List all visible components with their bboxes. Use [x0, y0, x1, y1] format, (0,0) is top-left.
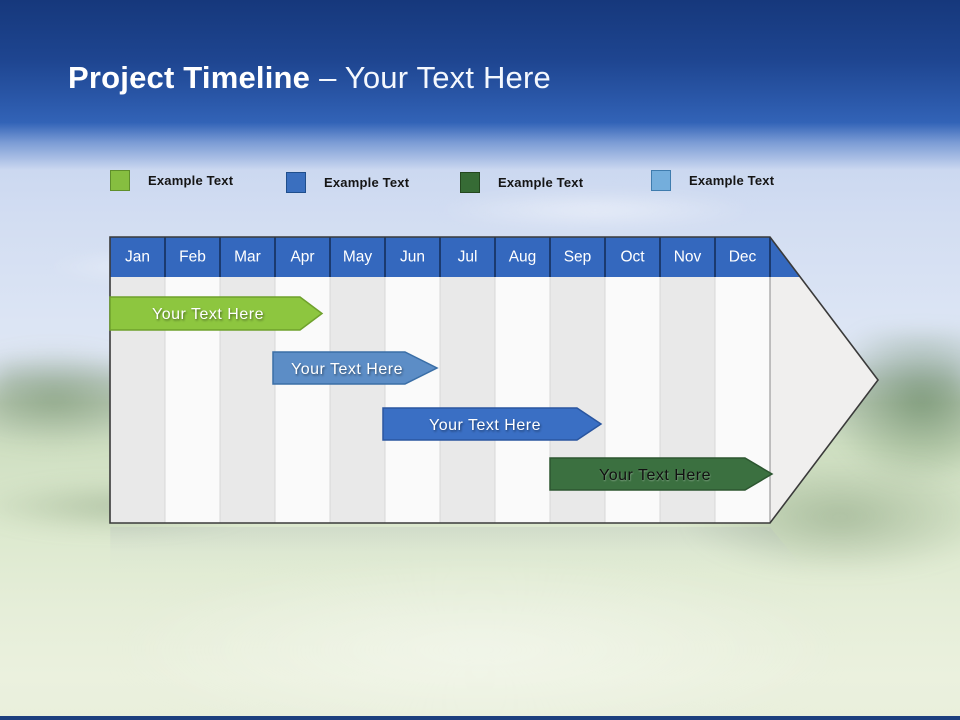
month-label-nov: Nov: [674, 249, 702, 266]
legend-label: Example Text: [324, 175, 410, 190]
month-label-sep: Sep: [564, 249, 592, 266]
gantt-bar-label: Your Text Here: [599, 467, 711, 484]
cloud: [430, 190, 760, 230]
month-label-jan: Jan: [125, 249, 150, 266]
gantt-bar-3: Your Text Here: [382, 407, 603, 441]
month-label-apr: Apr: [290, 249, 314, 266]
month-label-may: May: [343, 249, 373, 266]
gantt-bar-2: Your Text Here: [272, 351, 439, 385]
legend-item-lightblue: Example Text: [651, 170, 774, 191]
gantt-bar-shape: [272, 351, 439, 385]
legend-swatch-lightblue: [651, 170, 671, 191]
header-banner: [0, 0, 960, 170]
legend-swatch-darkgreen: [460, 172, 480, 193]
legend-label: Example Text: [689, 173, 775, 188]
slide-bottom-edge: [0, 716, 960, 720]
gantt-bar-4: Your Text Here: [549, 457, 774, 491]
gantt-bar-label: Your Text Here: [429, 417, 541, 434]
month-label-jul: Jul: [458, 249, 478, 266]
title-subtitle: – Your Text Here: [319, 60, 551, 95]
legend-item-green: Example Text: [110, 170, 233, 191]
month-label-aug: Aug: [509, 249, 537, 266]
month-label-mar: Mar: [234, 249, 261, 266]
month-label-jun: Jun: [400, 249, 425, 266]
gantt-bar-1: Your Text Here: [109, 296, 324, 331]
gantt-bar-label: Your Text Here: [291, 361, 403, 378]
month-label-dec: Dec: [729, 249, 757, 266]
title-main: Project Timeline: [68, 60, 311, 95]
legend-item-darkgreen: Example Text: [460, 172, 583, 193]
legend-label: Example Text: [498, 175, 584, 190]
timeline-chart: Jan Feb Mar Apr May Jun Jul Aug Sep Oct …: [100, 225, 890, 535]
legend-swatch-green: [110, 170, 130, 191]
timeline-outline: [109, 236, 880, 524]
legend-swatch-blue: [286, 172, 306, 193]
timeline-arrowhead: [770, 237, 878, 523]
page-title: Project Timeline– Your Text Here: [68, 60, 551, 96]
gantt-bar-shape: [109, 296, 324, 331]
month-header-band: [110, 237, 800, 277]
gantt-bar-shape: [382, 407, 603, 441]
legend-label: Example Text: [148, 173, 234, 188]
month-label-oct: Oct: [620, 249, 645, 266]
legend-item-blue: Example Text: [286, 172, 409, 193]
timeline-reflection: [110, 527, 808, 573]
gantt-bar-label: Your Text Here: [152, 306, 264, 323]
month-label-feb: Feb: [179, 249, 206, 266]
month-header-dividers: [164, 237, 771, 277]
grass-highlight: [120, 560, 840, 720]
gantt-bar-shape: [549, 457, 774, 491]
